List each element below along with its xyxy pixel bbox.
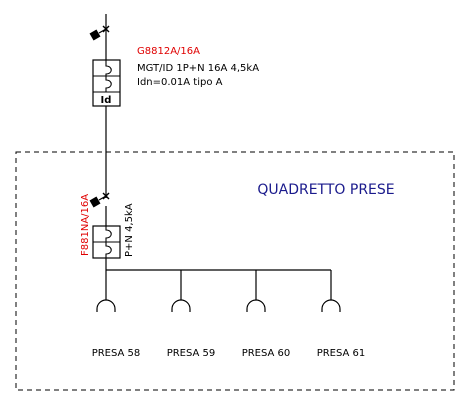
upstream-breaker-spec: MGT/ID 1P+N 16A 4,5kA (137, 63, 259, 74)
panel-breaker-desc: P+N 4,5kA (124, 203, 135, 257)
outlet-label-58: PRESA 58 (92, 348, 141, 359)
outlet-label-60: PRESA 60 (242, 348, 291, 359)
outlet-presa-61 (321, 270, 341, 312)
upstream-breaker-code: G8812A/16A (137, 46, 200, 57)
rcd-marker: Id (101, 95, 112, 106)
panel-title: QUADRETTO PRESE (257, 182, 394, 198)
panel-breaker-code: F881NA/16A (80, 194, 91, 256)
panel-boundary (15, 151, 455, 391)
panel-disconnect-symbol (89, 192, 110, 208)
outlet-presa-59 (171, 270, 191, 312)
panel-breaker (92, 225, 121, 259)
outlet-label-61: PRESA 61 (317, 348, 366, 359)
outlet-presa-60 (246, 270, 266, 312)
upstream-breaker-idn: Idn=0.01A tipo A (137, 77, 223, 88)
upstream-disconnect-symbol (89, 25, 110, 41)
upstream-breaker: Id (92, 59, 121, 107)
outlet-presa-58 (96, 270, 116, 312)
outlet-label-59: PRESA 59 (167, 348, 216, 359)
